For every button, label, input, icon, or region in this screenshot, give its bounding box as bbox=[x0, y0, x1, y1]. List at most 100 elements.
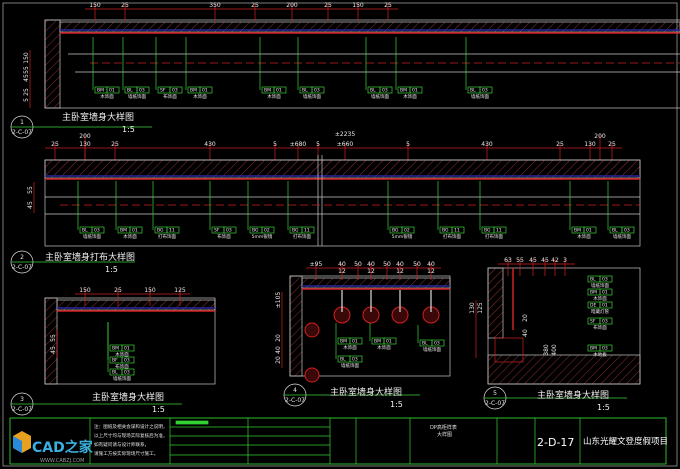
material-tag-caption: 木饰面 bbox=[343, 344, 357, 351]
material-tag-number: 03 bbox=[314, 88, 320, 94]
dimension-label: 5 bbox=[273, 141, 277, 148]
material-tag-code: BF bbox=[112, 358, 118, 364]
material-tag-code: BL bbox=[302, 88, 308, 94]
material-tag-caption: 打布饰面 bbox=[485, 233, 503, 240]
material-tag-code: BG bbox=[252, 228, 259, 234]
dimension-label: 200 bbox=[79, 133, 91, 140]
rod-bracket bbox=[304, 367, 320, 383]
material-tag-number: 03 bbox=[124, 370, 130, 376]
dimension-label: 130 bbox=[79, 141, 91, 148]
material-tag-num-box bbox=[583, 226, 597, 234]
material-tag-number: 03 bbox=[434, 341, 440, 347]
dimension-label: 25 bbox=[251, 2, 259, 9]
material-tag-caption: 墙纸饰面 bbox=[113, 375, 131, 382]
dimension-label: 3 bbox=[563, 257, 567, 264]
detail-5-wall bbox=[487, 267, 504, 339]
dimension-label: 25 bbox=[23, 88, 30, 96]
sheet-number: 2-D-17 bbox=[537, 436, 574, 449]
dimension-label: 40 bbox=[427, 261, 435, 268]
dimension-label: 50 bbox=[354, 261, 362, 268]
material-tag-caption: 打布饰面 bbox=[158, 233, 176, 240]
material-tag-number: 01 bbox=[202, 88, 208, 94]
dimension-label: 55 bbox=[23, 66, 30, 74]
detail-number: 3 bbox=[20, 396, 24, 403]
rod-bracket bbox=[304, 322, 320, 338]
material-tag-number: 03 bbox=[482, 88, 488, 94]
general-note: 以上尺寸均与现场实际复核后为准， bbox=[94, 432, 168, 439]
material-tag-number: 01 bbox=[109, 88, 115, 94]
material-tag-caption: 木饰面 bbox=[577, 233, 591, 240]
material-tag-code: BG bbox=[292, 228, 299, 234]
material-tag-number: 03 bbox=[124, 358, 130, 364]
dimension-label: ±105 bbox=[275, 292, 282, 309]
general-note: 注：图纸及相关会谋和设计之说明， bbox=[94, 423, 168, 430]
material-tag-number: 11 bbox=[454, 228, 460, 234]
detail-title: 主卧室墙身打布大样图 bbox=[45, 251, 135, 263]
material-tag-num-box bbox=[409, 86, 423, 94]
dimension-label: 150 bbox=[352, 2, 364, 9]
material-tag-num-box bbox=[383, 337, 397, 345]
material-tag-caption: 墙纸饰面 bbox=[303, 93, 321, 100]
dimension-label: 45 bbox=[529, 257, 537, 264]
material-tag-num-box bbox=[129, 226, 143, 234]
detail-number: 2 bbox=[20, 254, 24, 261]
dimension-label: 130 bbox=[584, 141, 596, 148]
material-tag-code: BM bbox=[374, 339, 381, 345]
title-block-stamp-bar bbox=[175, 420, 209, 425]
detail-5-floor bbox=[487, 354, 641, 385]
wall-hatch bbox=[301, 277, 451, 289]
material-tag-number: 01 bbox=[412, 88, 418, 94]
dimension-sublabel: 12 bbox=[427, 268, 435, 275]
material-tag-code: SF bbox=[214, 228, 220, 234]
dimension-label: 150 bbox=[79, 287, 91, 294]
material-tag-num-box bbox=[301, 226, 315, 234]
dimension-label: 55 bbox=[50, 334, 57, 342]
material-tag-code: BM bbox=[112, 346, 119, 352]
dimension-label: 5 bbox=[316, 141, 320, 148]
material-tag-num-box bbox=[199, 86, 213, 94]
material-tag-num-box bbox=[479, 86, 493, 94]
dimension-label: 25 bbox=[121, 2, 129, 9]
material-tag-number: 03 bbox=[226, 228, 232, 234]
material-tag-caption: 5mm银镜 bbox=[252, 233, 273, 240]
project-name: 山东光耀文登度假项目 bbox=[583, 436, 668, 447]
material-tag-number: 03 bbox=[172, 88, 178, 94]
title-block-frame bbox=[9, 417, 667, 465]
wall-hatch bbox=[59, 21, 680, 33]
material-tag-num-box bbox=[261, 226, 275, 234]
dimension-label: 200 bbox=[286, 2, 298, 9]
logo-text: CAD之家 bbox=[32, 439, 94, 456]
dimension-label: ±660 bbox=[337, 141, 354, 148]
material-tag-num-box bbox=[349, 355, 363, 363]
detail-scale: 1:5 bbox=[105, 265, 118, 274]
material-tag-caption: 墙纸饰面 bbox=[371, 93, 389, 100]
detail-scale: 1:5 bbox=[122, 125, 135, 134]
dimension-label: 45 bbox=[27, 201, 34, 209]
material-tag-caption: 墙纸饰面 bbox=[128, 93, 146, 100]
material-tag-number: 01 bbox=[276, 88, 282, 94]
material-tag-code: BG bbox=[484, 228, 491, 234]
detail-1-side-wall bbox=[44, 19, 61, 109]
wall-hatch bbox=[44, 159, 641, 179]
material-tag-number: 11 bbox=[304, 228, 310, 234]
dimension-label: 20 bbox=[275, 334, 282, 342]
material-tag-code: BG bbox=[392, 228, 399, 234]
material-tag-num-box bbox=[121, 344, 135, 352]
material-tag-code: BL bbox=[112, 370, 118, 376]
dimension-label: 25 bbox=[111, 141, 119, 148]
dimension-label: 40 bbox=[522, 329, 529, 337]
material-tag-caption: 墙纸饰面 bbox=[591, 282, 609, 289]
detail-sheet-ref: 2-C-07 bbox=[12, 129, 32, 136]
wall-hatch bbox=[56, 299, 216, 311]
material-tag-caption: 木饰面 bbox=[267, 93, 281, 100]
material-tag-number: 01 bbox=[386, 339, 392, 345]
detail-sheet-ref: 2-C-07 bbox=[12, 406, 32, 413]
material-tag-num-box bbox=[169, 86, 183, 94]
detail-title: 主卧室墙身大样图 bbox=[330, 386, 402, 398]
material-tag-num-box bbox=[599, 275, 613, 283]
dimension-label: 40 bbox=[275, 346, 282, 354]
material-tag-number: 03 bbox=[602, 346, 608, 352]
dimension-label: 25 bbox=[51, 141, 59, 148]
material-tag-caption: 墙纸饰面 bbox=[613, 233, 631, 240]
